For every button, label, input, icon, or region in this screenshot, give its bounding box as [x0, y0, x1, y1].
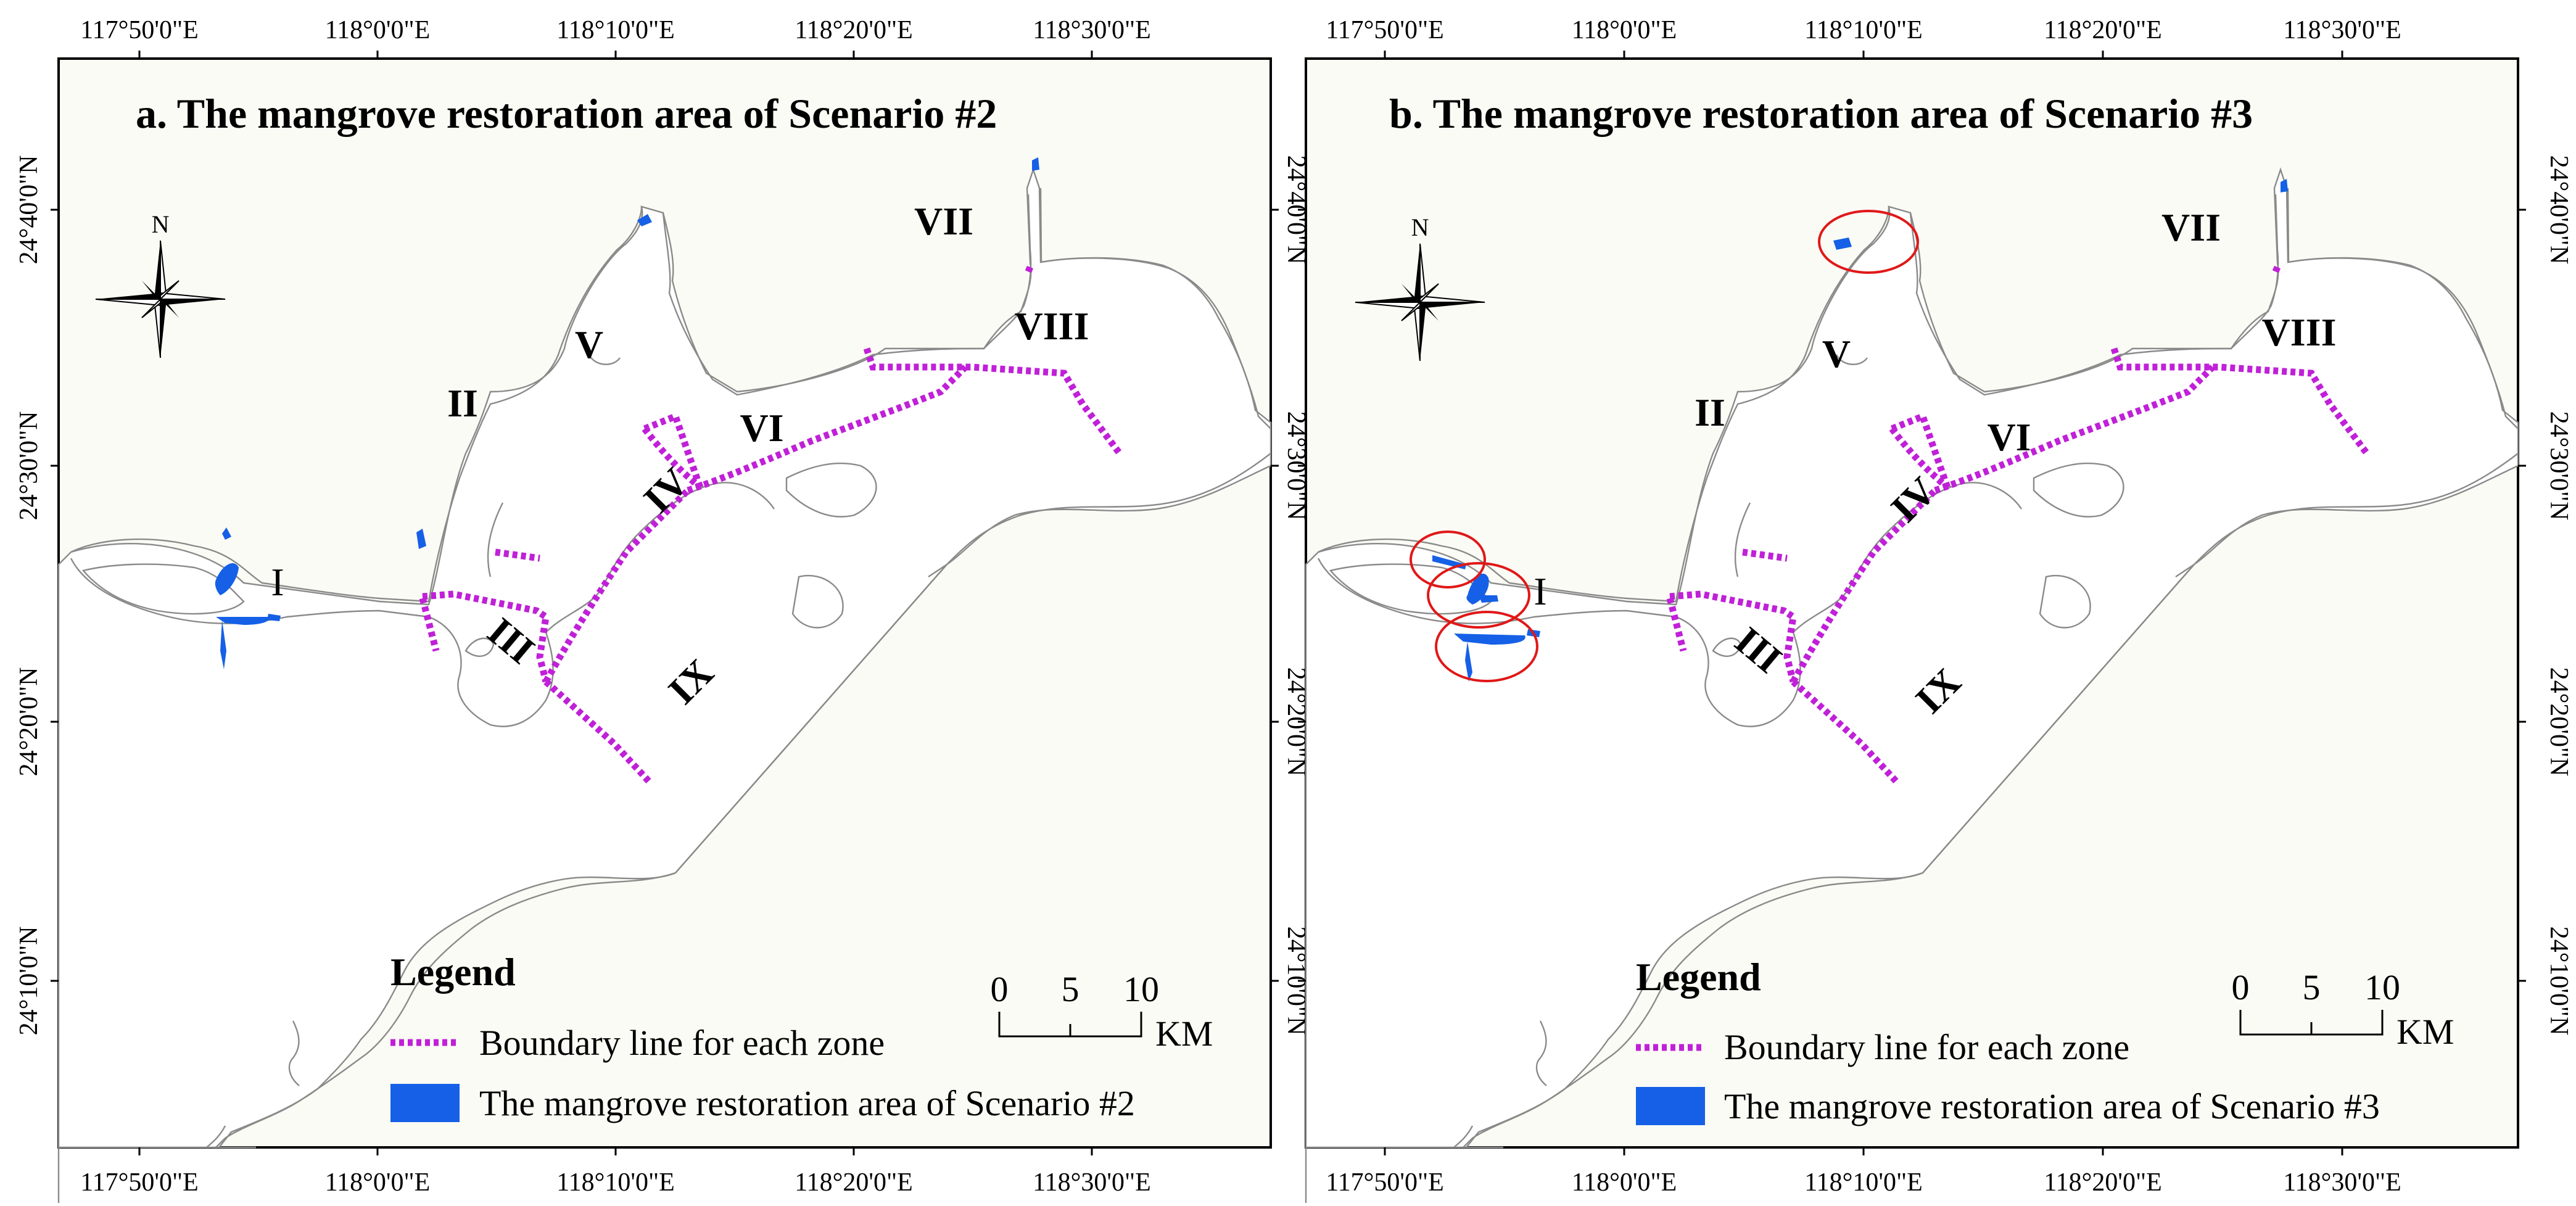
svg-text:24°30'0"N: 24°30'0"N — [15, 411, 43, 521]
north-label: N — [1411, 213, 1429, 241]
svg-text:118°20'0"E: 118°20'0"E — [795, 1168, 913, 1197]
panel-b: b. The mangrove restoration area of Scen… — [1305, 57, 2519, 1206]
map-title: b. The mangrove restoration area of Scen… — [1389, 90, 2253, 137]
zone-label: I — [271, 560, 284, 604]
zone-label: VII — [2161, 205, 2221, 249]
svg-text:117°50'0"E: 117°50'0"E — [1326, 16, 1444, 44]
svg-text:24°10'0"N: 24°10'0"N — [2545, 927, 2573, 1036]
legend: Legend Boundary line for each zone The m… — [1636, 955, 2380, 1126]
zone-label: II — [1695, 390, 1725, 434]
svg-text:117°50'0"E: 117°50'0"E — [1326, 1168, 1444, 1197]
scale-tick-label: 0 — [2232, 967, 2250, 1007]
legend-boundary-label: Boundary line for each zone — [479, 1023, 885, 1063]
scale-tick-label: 5 — [2303, 967, 2321, 1007]
panel-b-lon-labels: 117°50'0"E 118°0'0"E 118°10'0"E 118°20'0… — [1326, 16, 2401, 1197]
scale-unit-label: KM — [1155, 1014, 1213, 1054]
svg-text:118°0'0"E: 118°0'0"E — [325, 1168, 431, 1197]
legend-heading: Legend — [1636, 955, 1761, 999]
scale-tick-label: 10 — [2364, 967, 2400, 1007]
svg-text:118°10'0"E: 118°10'0"E — [556, 16, 675, 44]
svg-text:118°20'0"E: 118°20'0"E — [2044, 16, 2162, 44]
svg-text:118°0'0"E: 118°0'0"E — [1572, 1168, 1677, 1197]
svg-text:118°0'0"E: 118°0'0"E — [325, 16, 431, 44]
svg-text:118°20'0"E: 118°20'0"E — [795, 16, 913, 44]
zone-label: V — [575, 323, 603, 366]
panel-a: a. The mangrove restoration area of Scen… — [57, 57, 1272, 1206]
zone-label: VII — [914, 199, 973, 243]
svg-text:117°50'0"E: 117°50'0"E — [80, 1168, 199, 1197]
legend-heading: Legend — [390, 950, 516, 994]
zone-label: VIII — [1015, 304, 1089, 348]
svg-text:24°20'0"N: 24°20'0"N — [15, 667, 43, 777]
panel-a-ticks — [51, 51, 1279, 1155]
highlight-circles — [1410, 210, 1919, 682]
svg-text:118°30'0"E: 118°30'0"E — [2283, 16, 2401, 44]
svg-text:118°20'0"E: 118°20'0"E — [2044, 1168, 2162, 1197]
svg-text:118°30'0"E: 118°30'0"E — [1033, 16, 1151, 44]
scale-tick-label: 10 — [1123, 969, 1159, 1009]
zone-label: VI — [740, 406, 783, 450]
north-arrow-icon: N — [95, 210, 226, 358]
svg-text:118°30'0"E: 118°30'0"E — [2283, 1168, 2401, 1197]
north-label: N — [152, 210, 170, 238]
highlight-circle — [1818, 210, 1919, 274]
panel-a-lon-labels: 117°50'0"E 118°0'0"E 118°10'0"E 118°20'0… — [80, 16, 1151, 1197]
svg-text:118°10'0"E: 118°10'0"E — [556, 1168, 675, 1197]
svg-text:24°40'0"N: 24°40'0"N — [15, 155, 43, 265]
scale-tick-label: 0 — [991, 969, 1009, 1009]
highlight-circle — [1410, 531, 1486, 589]
legend-area-label: The mangrove restoration area of Scenari… — [479, 1083, 1135, 1123]
legend: Legend Boundary line for each zone The m… — [390, 950, 1135, 1123]
svg-text:118°30'0"E: 118°30'0"E — [1033, 1168, 1151, 1197]
svg-text:24°40'0"N: 24°40'0"N — [2545, 155, 2573, 265]
north-arrow-icon: N — [1355, 213, 1485, 361]
panel-b-ticks — [1298, 51, 2526, 1155]
scale-bar: 0 5 10 KM — [991, 969, 1213, 1054]
legend-boundary-label: Boundary line for each zone — [1724, 1027, 2129, 1067]
svg-text:118°10'0"E: 118°10'0"E — [1804, 1168, 1923, 1197]
scale-unit-label: KM — [2396, 1012, 2454, 1052]
legend-area-label: The mangrove restoration area of Scenari… — [1724, 1086, 2380, 1126]
panel-b-lat-labels: 24°40'0"N 24°30'0"N 24°20'0"N 24°10'0"N — [2545, 155, 2573, 1036]
svg-text:24°10'0"N: 24°10'0"N — [15, 927, 43, 1036]
highlight-circle — [1427, 562, 1530, 629]
svg-text:24°20'0"N: 24°20'0"N — [2545, 667, 2573, 777]
mangrove-swatch — [1636, 1087, 1705, 1125]
svg-text:118°0'0"E: 118°0'0"E — [1572, 16, 1677, 44]
svg-text:117°50'0"E: 117°50'0"E — [80, 16, 199, 44]
map-title: a. The mangrove restoration area of Scen… — [136, 90, 997, 137]
zone-label: II — [447, 381, 478, 425]
scale-tick-label: 5 — [1062, 969, 1080, 1009]
zone-label: I — [1534, 569, 1546, 613]
zone-label: VI — [1987, 415, 2031, 459]
svg-text:118°10'0"E: 118°10'0"E — [1804, 16, 1923, 44]
zone-label: V — [1822, 332, 1851, 376]
mangrove-swatch — [390, 1084, 460, 1122]
scale-bar: 0 5 10 KM — [2232, 967, 2454, 1052]
zone-label: VIII — [2262, 310, 2337, 354]
svg-text:24°30'0"N: 24°30'0"N — [2545, 411, 2573, 521]
mangrove-patches — [215, 157, 1039, 669]
highlight-circle — [1435, 611, 1538, 682]
